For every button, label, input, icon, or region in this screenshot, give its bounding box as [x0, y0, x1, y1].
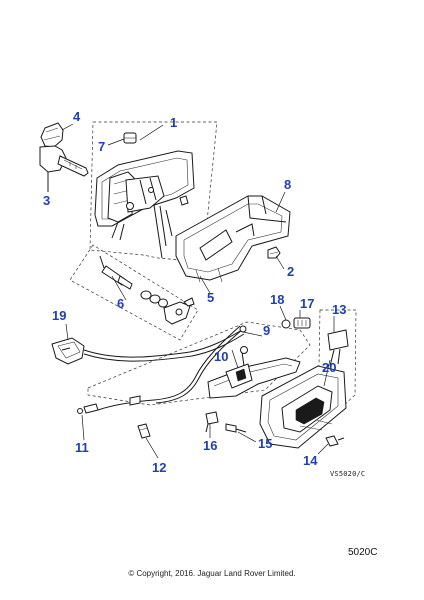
callout-11: 11 [75, 440, 89, 455]
callout-17: 17 [300, 296, 315, 311]
callout-8: 8 [284, 177, 292, 192]
clip-part-16 [205, 411, 219, 433]
nut-part-2 [267, 246, 281, 259]
callout-5: 5 [207, 290, 215, 305]
callout-2: 2 [287, 264, 295, 279]
nut-part-7 [123, 132, 137, 144]
callout-10: 10 [214, 349, 229, 364]
callout-1: 1 [170, 115, 178, 130]
callout-18: 18 [270, 292, 285, 307]
clip-part-12 [137, 423, 151, 439]
escutcheon-trim-part [259, 365, 347, 449]
page-code: 5020C [348, 547, 378, 558]
callout-15: 15 [258, 436, 273, 451]
screw-part-15 [225, 423, 247, 433]
copyright-notice: © Copyright, 2016. Jaguar Land Rover Lim… [128, 569, 296, 578]
callout-20: 20 [322, 360, 337, 375]
lock-barrel-part [39, 122, 89, 192]
inner-handle-part [207, 346, 301, 399]
outer-handle-part [94, 150, 195, 259]
lock-linkage-part [99, 255, 195, 325]
callout-6: 6 [117, 296, 125, 311]
callout-13: 13 [332, 302, 347, 317]
callout-14: 14 [303, 453, 318, 468]
callout-16: 16 [203, 438, 218, 453]
group-box-outer-handle [89, 121, 218, 263]
screw-washer-part [281, 317, 311, 329]
handle-frame-part [175, 195, 291, 283]
screw-part-14 [325, 435, 345, 447]
leader-lines [47, 123, 335, 459]
release-cables [83, 325, 247, 411]
cable-end-bracket-part [51, 337, 85, 365]
callout-19: 19 [52, 308, 67, 323]
cover-plate-part [327, 329, 349, 367]
callout-9: 9 [263, 323, 271, 338]
callout-3: 3 [43, 193, 51, 208]
group-box-lock-parts [69, 244, 199, 341]
drawing-reference: VS5020/C [330, 470, 366, 478]
callout-12: 12 [152, 460, 167, 475]
callout-7: 7 [98, 139, 106, 154]
cable-clip-part [77, 403, 99, 414]
callout-4: 4 [73, 109, 81, 124]
